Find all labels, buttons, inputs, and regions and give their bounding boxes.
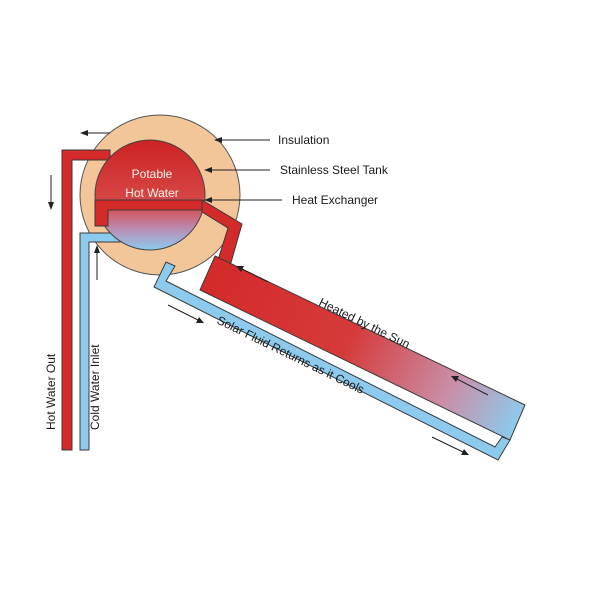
potable-label-line2: Hot Water bbox=[125, 186, 179, 200]
solar-collector-panel bbox=[199, 255, 526, 441]
cold-water-inlet-label: Cold Water Inlet bbox=[88, 344, 102, 430]
heat-exchanger-label: Heat Exchanger bbox=[292, 193, 378, 207]
insulation-label: Insulation bbox=[278, 133, 329, 147]
solar-fluid-return-line bbox=[153, 261, 511, 461]
leader-lines bbox=[204, 137, 282, 203]
cold-water-inlet-pipe bbox=[79, 232, 121, 451]
tank-label: Stainless Steel Tank bbox=[280, 163, 389, 177]
hot-water-out-label: Hot Water Out bbox=[44, 353, 58, 430]
potable-label-line1: Potable bbox=[132, 167, 173, 181]
stainless-steel-tank bbox=[94, 139, 206, 251]
flow-arrows bbox=[48, 130, 489, 455]
